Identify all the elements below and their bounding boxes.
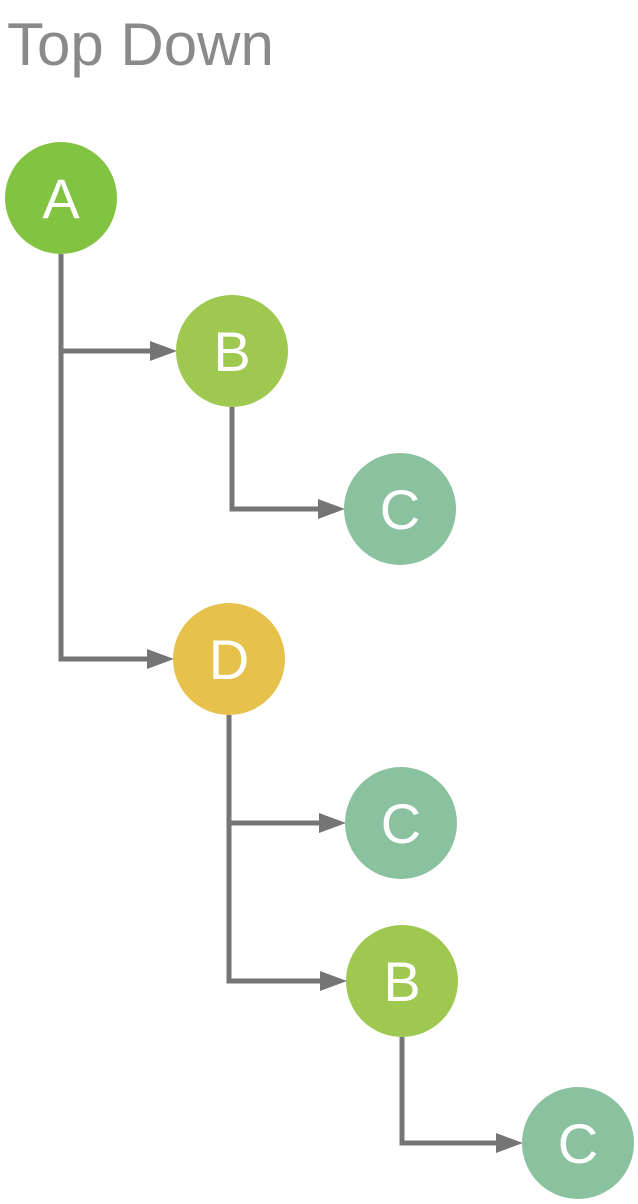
node-circle-C2 (345, 767, 457, 879)
connector-line (226, 715, 325, 826)
page-title: Top Down (7, 11, 274, 78)
node-label-D: D (209, 628, 249, 691)
node-label-A: A (42, 167, 80, 230)
arrowhead-icon (150, 341, 177, 361)
arrowhead-icon (319, 813, 346, 833)
node-circle-C1 (344, 453, 456, 565)
connector-line (58, 254, 153, 662)
node-circle-C3 (522, 1087, 634, 1199)
arrowhead-icon (496, 1133, 523, 1153)
node-label-C3: C (558, 1112, 598, 1175)
node-label-B2: B (383, 950, 420, 1013)
node-D: D (173, 603, 285, 715)
node-circle-A (5, 142, 117, 254)
node-C1: C (344, 453, 456, 565)
connector-A-D (58, 254, 174, 669)
connector-line (226, 715, 326, 984)
node-circle-B1 (176, 295, 288, 407)
node-label-C2: C (381, 792, 421, 855)
connector-B1-C1 (229, 407, 345, 519)
node-B1: B (176, 295, 288, 407)
arrowhead-icon (318, 499, 345, 519)
node-label-B1: B (213, 320, 250, 383)
node-circle-D (173, 603, 285, 715)
node-A: A (5, 142, 117, 254)
connector-D-B2 (226, 715, 347, 991)
node-C2: C (345, 767, 457, 879)
connector-D-C2 (226, 715, 346, 833)
connector-line (399, 1037, 502, 1146)
connector-line (58, 254, 156, 354)
node-B2: B (346, 925, 458, 1037)
node-circle-B2 (346, 925, 458, 1037)
connector-line (229, 407, 324, 512)
node-label-C1: C (380, 478, 420, 541)
arrowhead-icon (320, 971, 347, 991)
connector-B2-C3 (399, 1037, 523, 1153)
node-C3: C (522, 1087, 634, 1199)
arrowhead-icon (147, 649, 174, 669)
connector-A-B1 (58, 254, 177, 361)
